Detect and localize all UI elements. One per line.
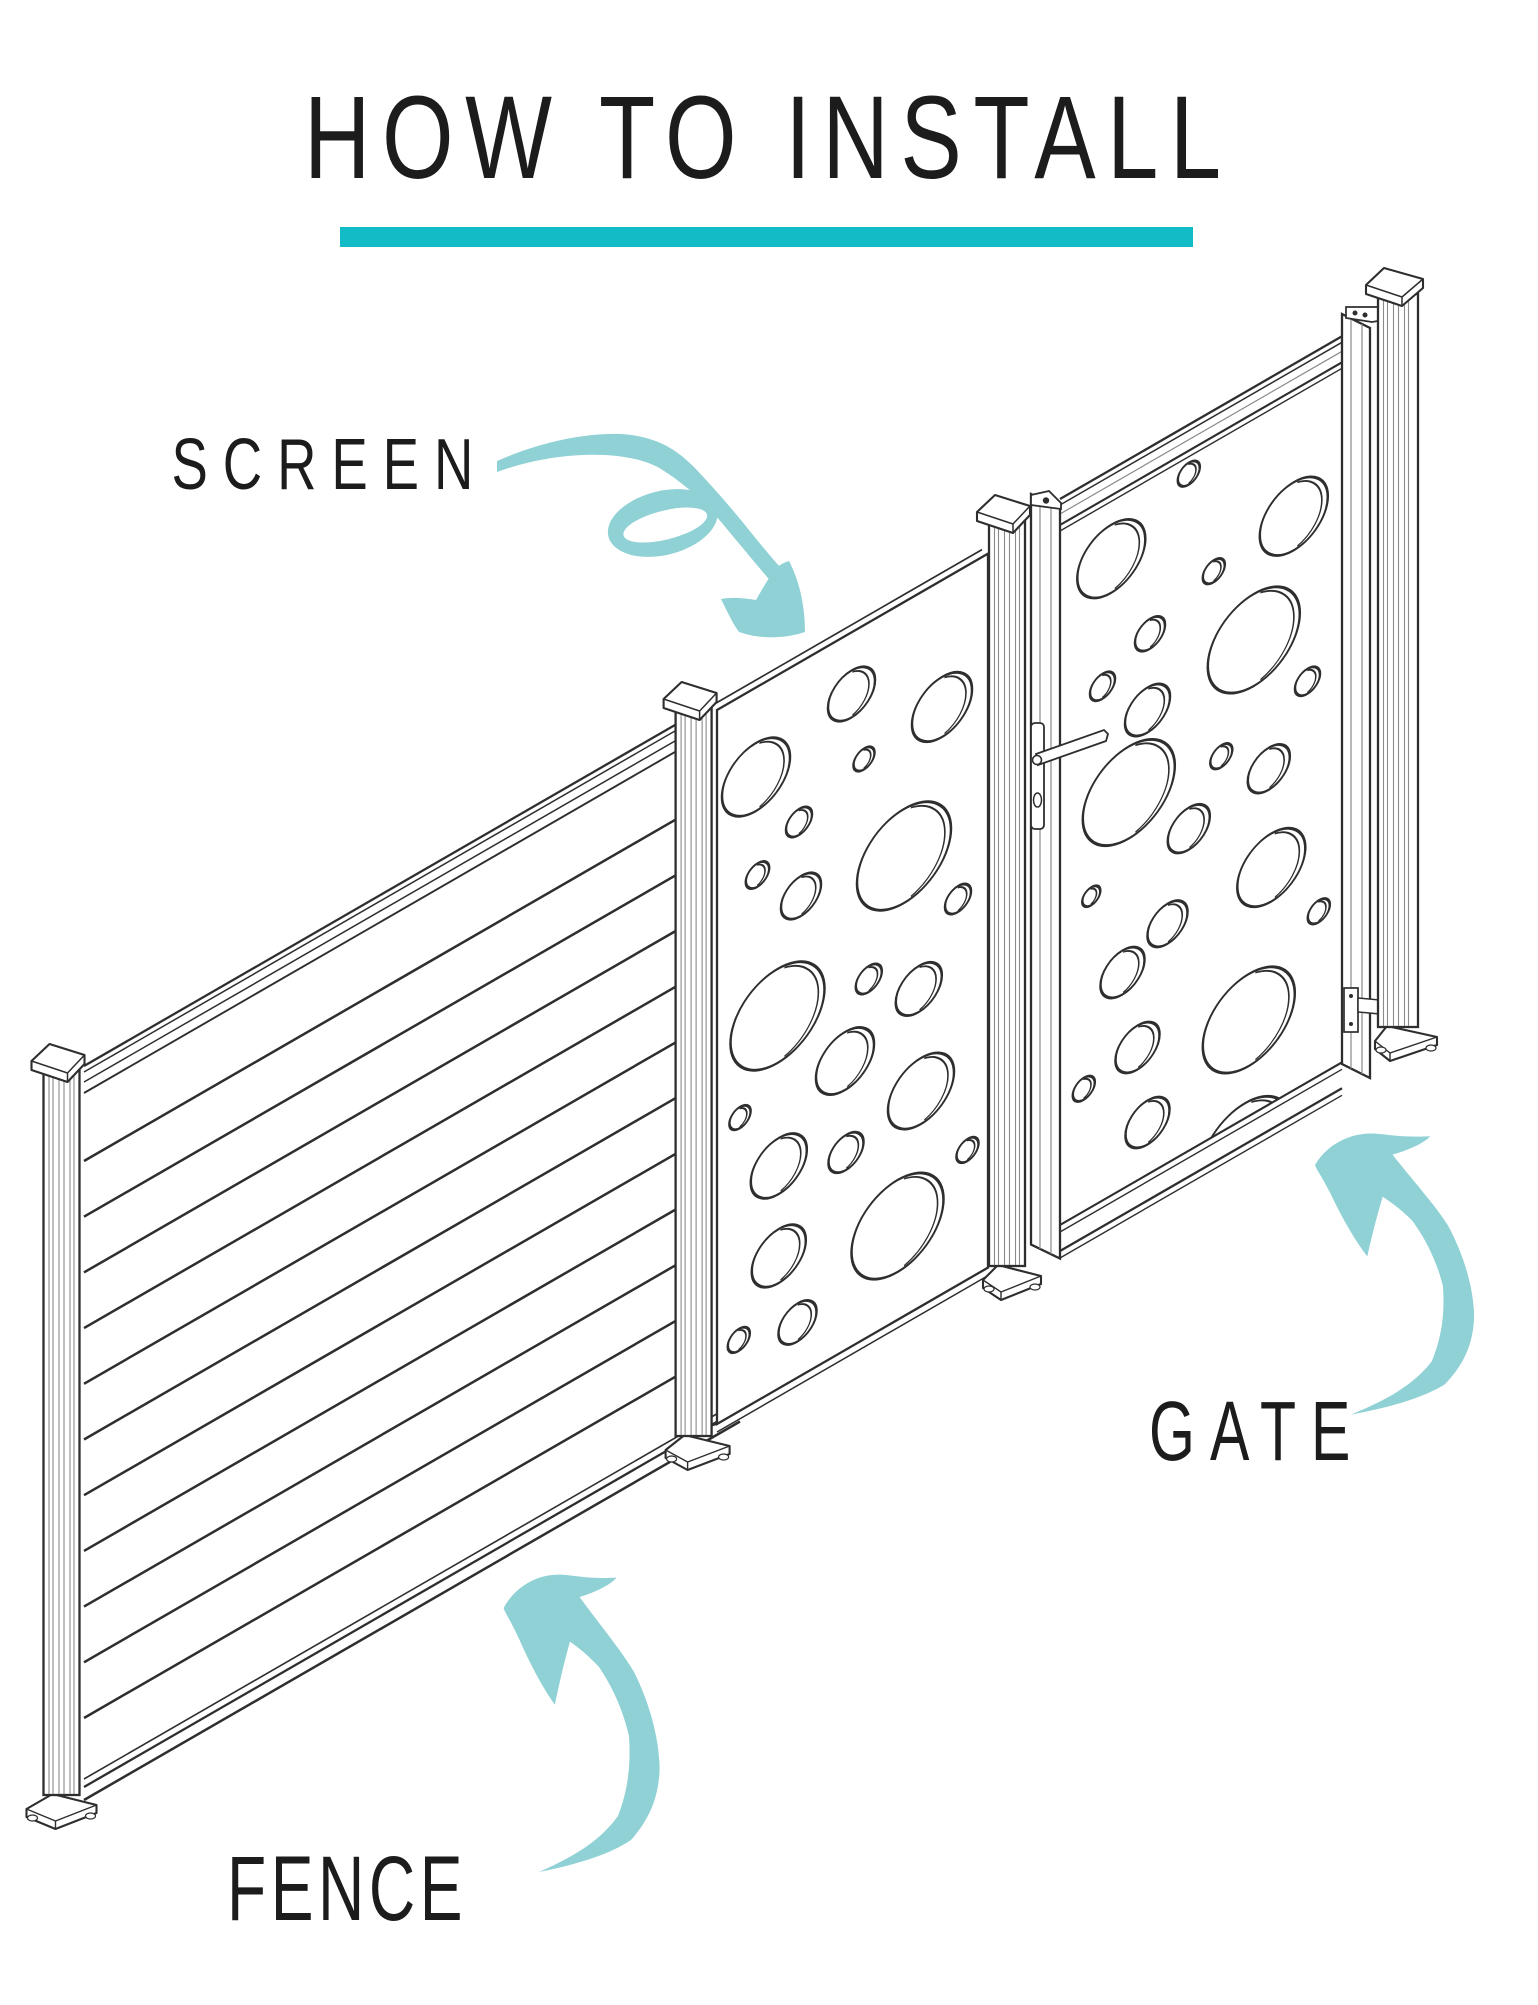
svg-text:FENCE: FENCE — [227, 1837, 467, 1940]
svg-text:SCREEN: SCREEN — [172, 423, 489, 504]
svg-text:GATE: GATE — [1149, 1385, 1365, 1479]
svg-text:HOW TO INSTALL: HOW TO INSTALL — [304, 72, 1233, 204]
